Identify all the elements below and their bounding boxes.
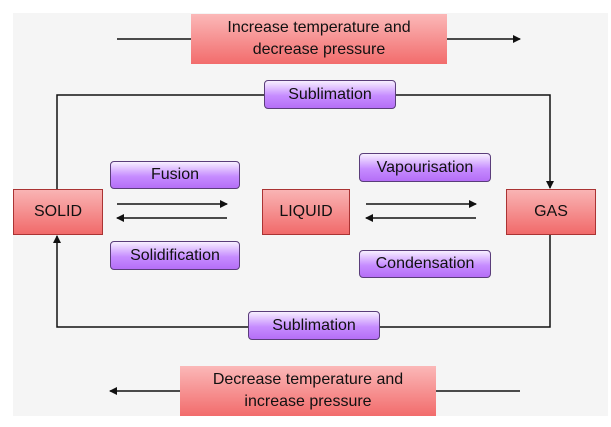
sublimation-bottom-right-line	[380, 235, 551, 328]
bottom-condition-line2: increase pressure	[244, 393, 372, 410]
bottom-condition-line1: Decrease temperature and	[212, 371, 404, 388]
sublimation-bottom-arrow	[53, 235, 248, 328]
sublimation-top-arrow	[396, 94, 554, 189]
sublimation-top-label: Sublimation	[264, 80, 396, 109]
gas-state-box: GAS	[506, 189, 596, 235]
sublimation-top-left-line	[56, 94, 264, 189]
solidification-label: Solidification	[110, 241, 240, 270]
top-condition-line1: Increase temperature and	[227, 19, 411, 36]
top-condition-box: Increase temperature and decrease pressu…	[191, 14, 447, 64]
top-condition-line2: decrease pressure	[252, 41, 386, 58]
solid-state-box: SOLID	[13, 189, 103, 235]
sublimation-bottom-label: Sublimation	[248, 311, 380, 340]
fusion-label: Fusion	[110, 161, 240, 189]
liquid-state-box: LIQUID	[262, 189, 350, 235]
bottom-condition-box: Decrease temperature and increase pressu…	[180, 366, 436, 416]
condensation-label: Condensation	[359, 250, 491, 278]
vapourisation-label: Vapourisation	[359, 153, 491, 182]
